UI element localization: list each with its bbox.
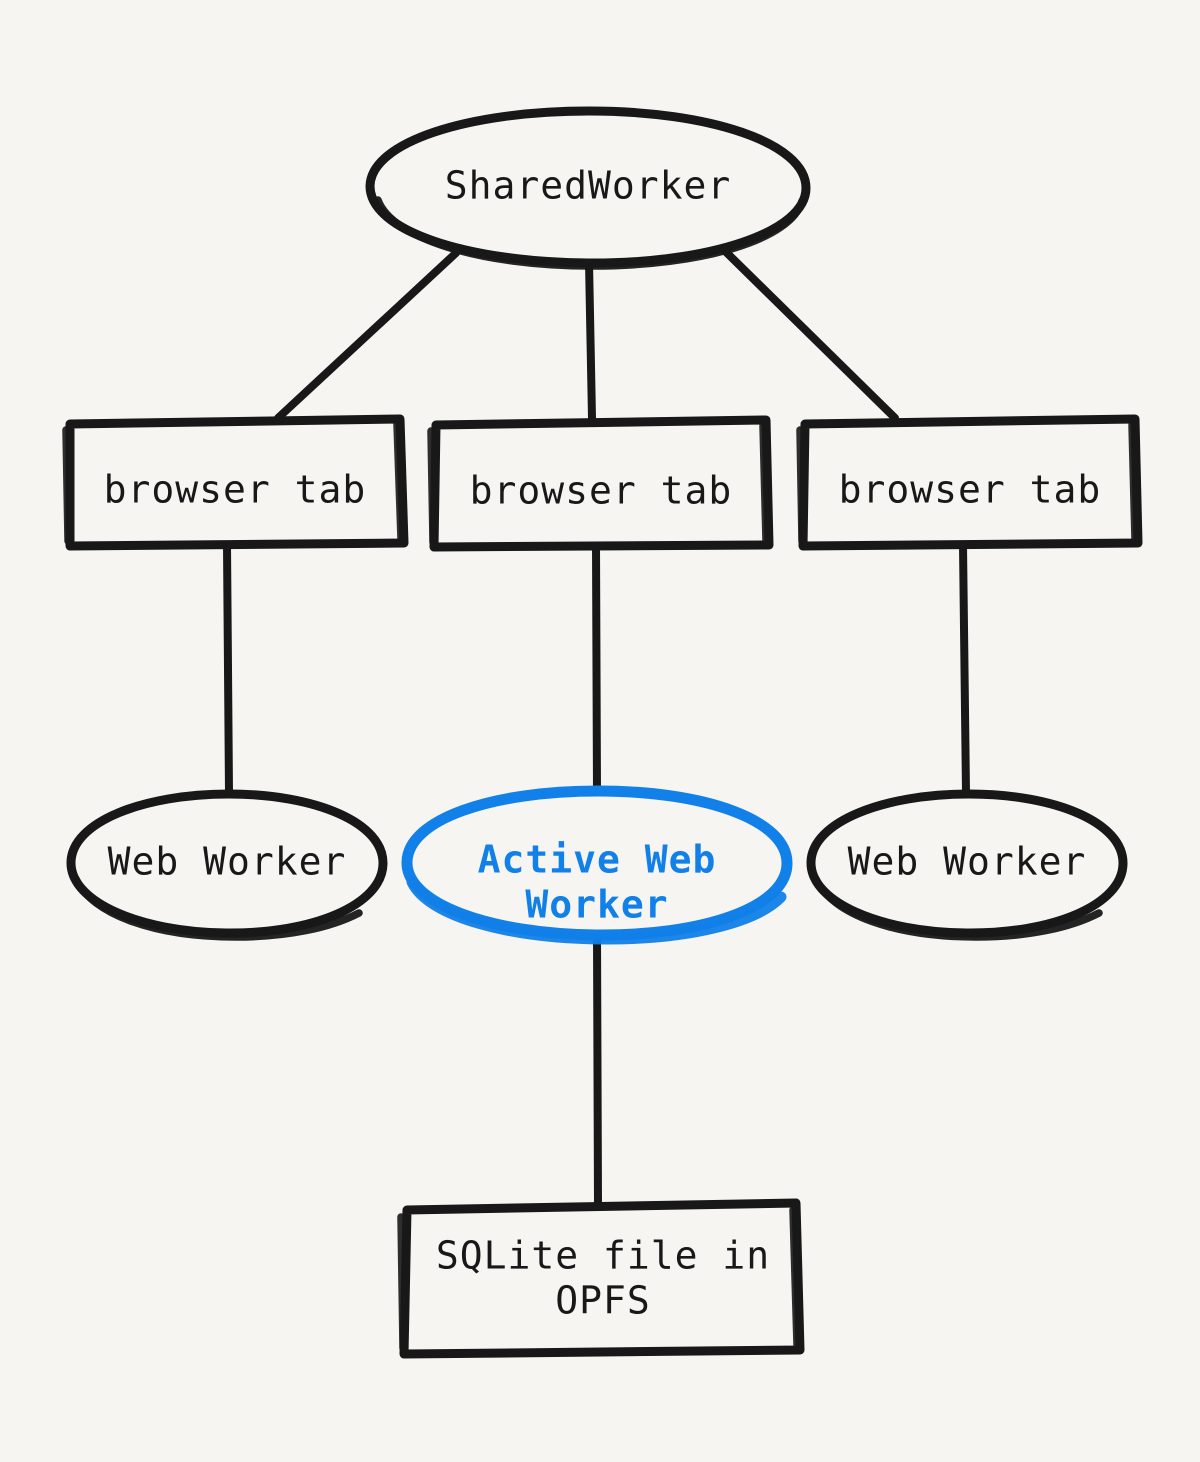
tab-right-outline-second-pass <box>796 421 1139 545</box>
worker-left-label: Web Worker <box>108 840 347 884</box>
shared-worker-fill <box>370 109 806 265</box>
node-shared-worker[interactable]: SharedWorker <box>365 106 811 270</box>
sqlite-label-line1: SQLite file in <box>436 1234 770 1278</box>
tab-center-label: browser tab <box>470 469 733 513</box>
node-web-worker-left[interactable]: Web Worker <box>66 789 388 941</box>
tab-center-fill <box>434 422 768 546</box>
edge-tab-left-to-worker-left <box>223 541 233 797</box>
worker-left-fill <box>71 794 383 934</box>
edge-tab-center-to-worker-center <box>592 543 601 797</box>
edge-sharedworker-to-tab-center <box>585 258 596 422</box>
node-sqlite-file[interactable]: SQLite file in OPFS <box>397 1198 805 1359</box>
shared-worker-label: SharedWorker <box>445 164 732 208</box>
active-web-worker-label-line1: Active Web <box>478 838 717 882</box>
node-browser-tab-center[interactable]: browser tab <box>427 415 774 552</box>
node-browser-tab-right[interactable]: browser tab <box>796 414 1143 551</box>
worker-right-fill <box>811 794 1123 934</box>
active-web-worker-outline-second-pass <box>406 876 787 945</box>
tab-left-outline-second-pass <box>62 420 405 545</box>
tab-center-outline-second-pass <box>427 422 770 546</box>
sqlite-fill <box>404 1207 798 1353</box>
tab-left-fill <box>68 421 402 545</box>
worker-right-outline-second-pass <box>812 875 1103 941</box>
node-web-worker-right[interactable]: Web Worker <box>806 789 1128 941</box>
edge-group <box>223 248 970 1209</box>
sqlite-label-line2: OPFS <box>555 1279 651 1323</box>
tab-right-label: browser tab <box>839 468 1102 512</box>
node-browser-tab-left[interactable]: browser tab <box>62 414 409 551</box>
worker-left-outline-second-pass <box>72 875 363 941</box>
worker-center-fill <box>407 792 787 936</box>
edge-sharedworker-to-tab-right <box>722 248 899 422</box>
edge-worker-center-to-sqlite <box>593 931 602 1209</box>
edge-tab-right-to-worker-right <box>959 541 970 797</box>
edge-sharedworker-to-tab-left <box>274 249 460 422</box>
worker-right-label: Web Worker <box>848 840 1087 884</box>
active-web-worker-label-line2: Worker <box>525 883 668 927</box>
tab-right-fill <box>803 421 1137 545</box>
shared-worker-outline-second-pass <box>374 196 806 270</box>
node-active-web-worker[interactable]: Active Web Worker <box>401 785 793 945</box>
tab-left-label: browser tab <box>104 468 367 512</box>
sqlite-outline-second-pass <box>397 1206 801 1352</box>
